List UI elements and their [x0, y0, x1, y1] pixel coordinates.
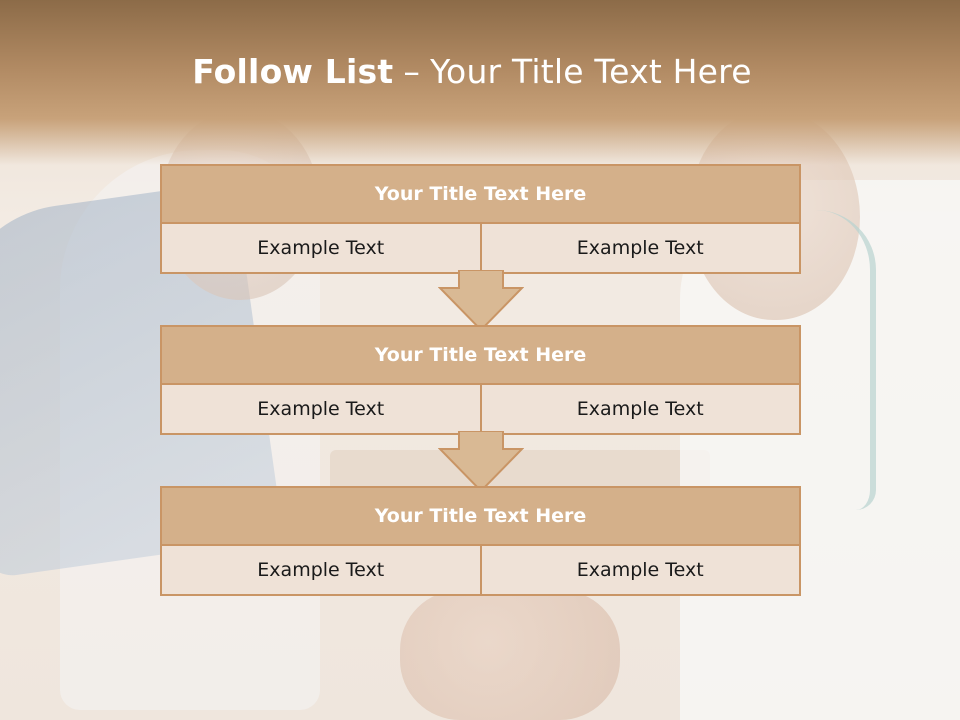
title-rest: Your Title Text Here [430, 52, 752, 91]
hands [400, 590, 620, 720]
step-row: Example Text Example Text [162, 546, 799, 594]
step-box-3: Your Title Text Here Example Text Exampl… [160, 486, 801, 596]
title-separator: – [403, 52, 421, 91]
step-title: Your Title Text Here [162, 488, 799, 546]
step-title: Your Title Text Here [162, 327, 799, 385]
down-arrow-icon [438, 270, 524, 332]
slide-title: Follow List–Your Title Text Here [0, 52, 944, 91]
step-box-1: Your Title Text Here Example Text Exampl… [160, 164, 801, 274]
step-cell-left: Example Text [162, 546, 480, 594]
step-cell-right: Example Text [479, 224, 799, 272]
step-row: Example Text Example Text [162, 385, 799, 433]
header-band [0, 0, 960, 165]
step-cell-right: Example Text [479, 546, 799, 594]
stethoscope [790, 210, 876, 510]
step-cell-left: Example Text [162, 224, 480, 272]
step-title: Your Title Text Here [162, 166, 799, 224]
step-box-2: Your Title Text Here Example Text Exampl… [160, 325, 801, 435]
step-row: Example Text Example Text [162, 224, 799, 272]
step-cell-right: Example Text [479, 385, 799, 433]
step-cell-left: Example Text [162, 385, 480, 433]
down-arrow-icon [438, 431, 524, 493]
title-bold: Follow List [192, 52, 394, 91]
